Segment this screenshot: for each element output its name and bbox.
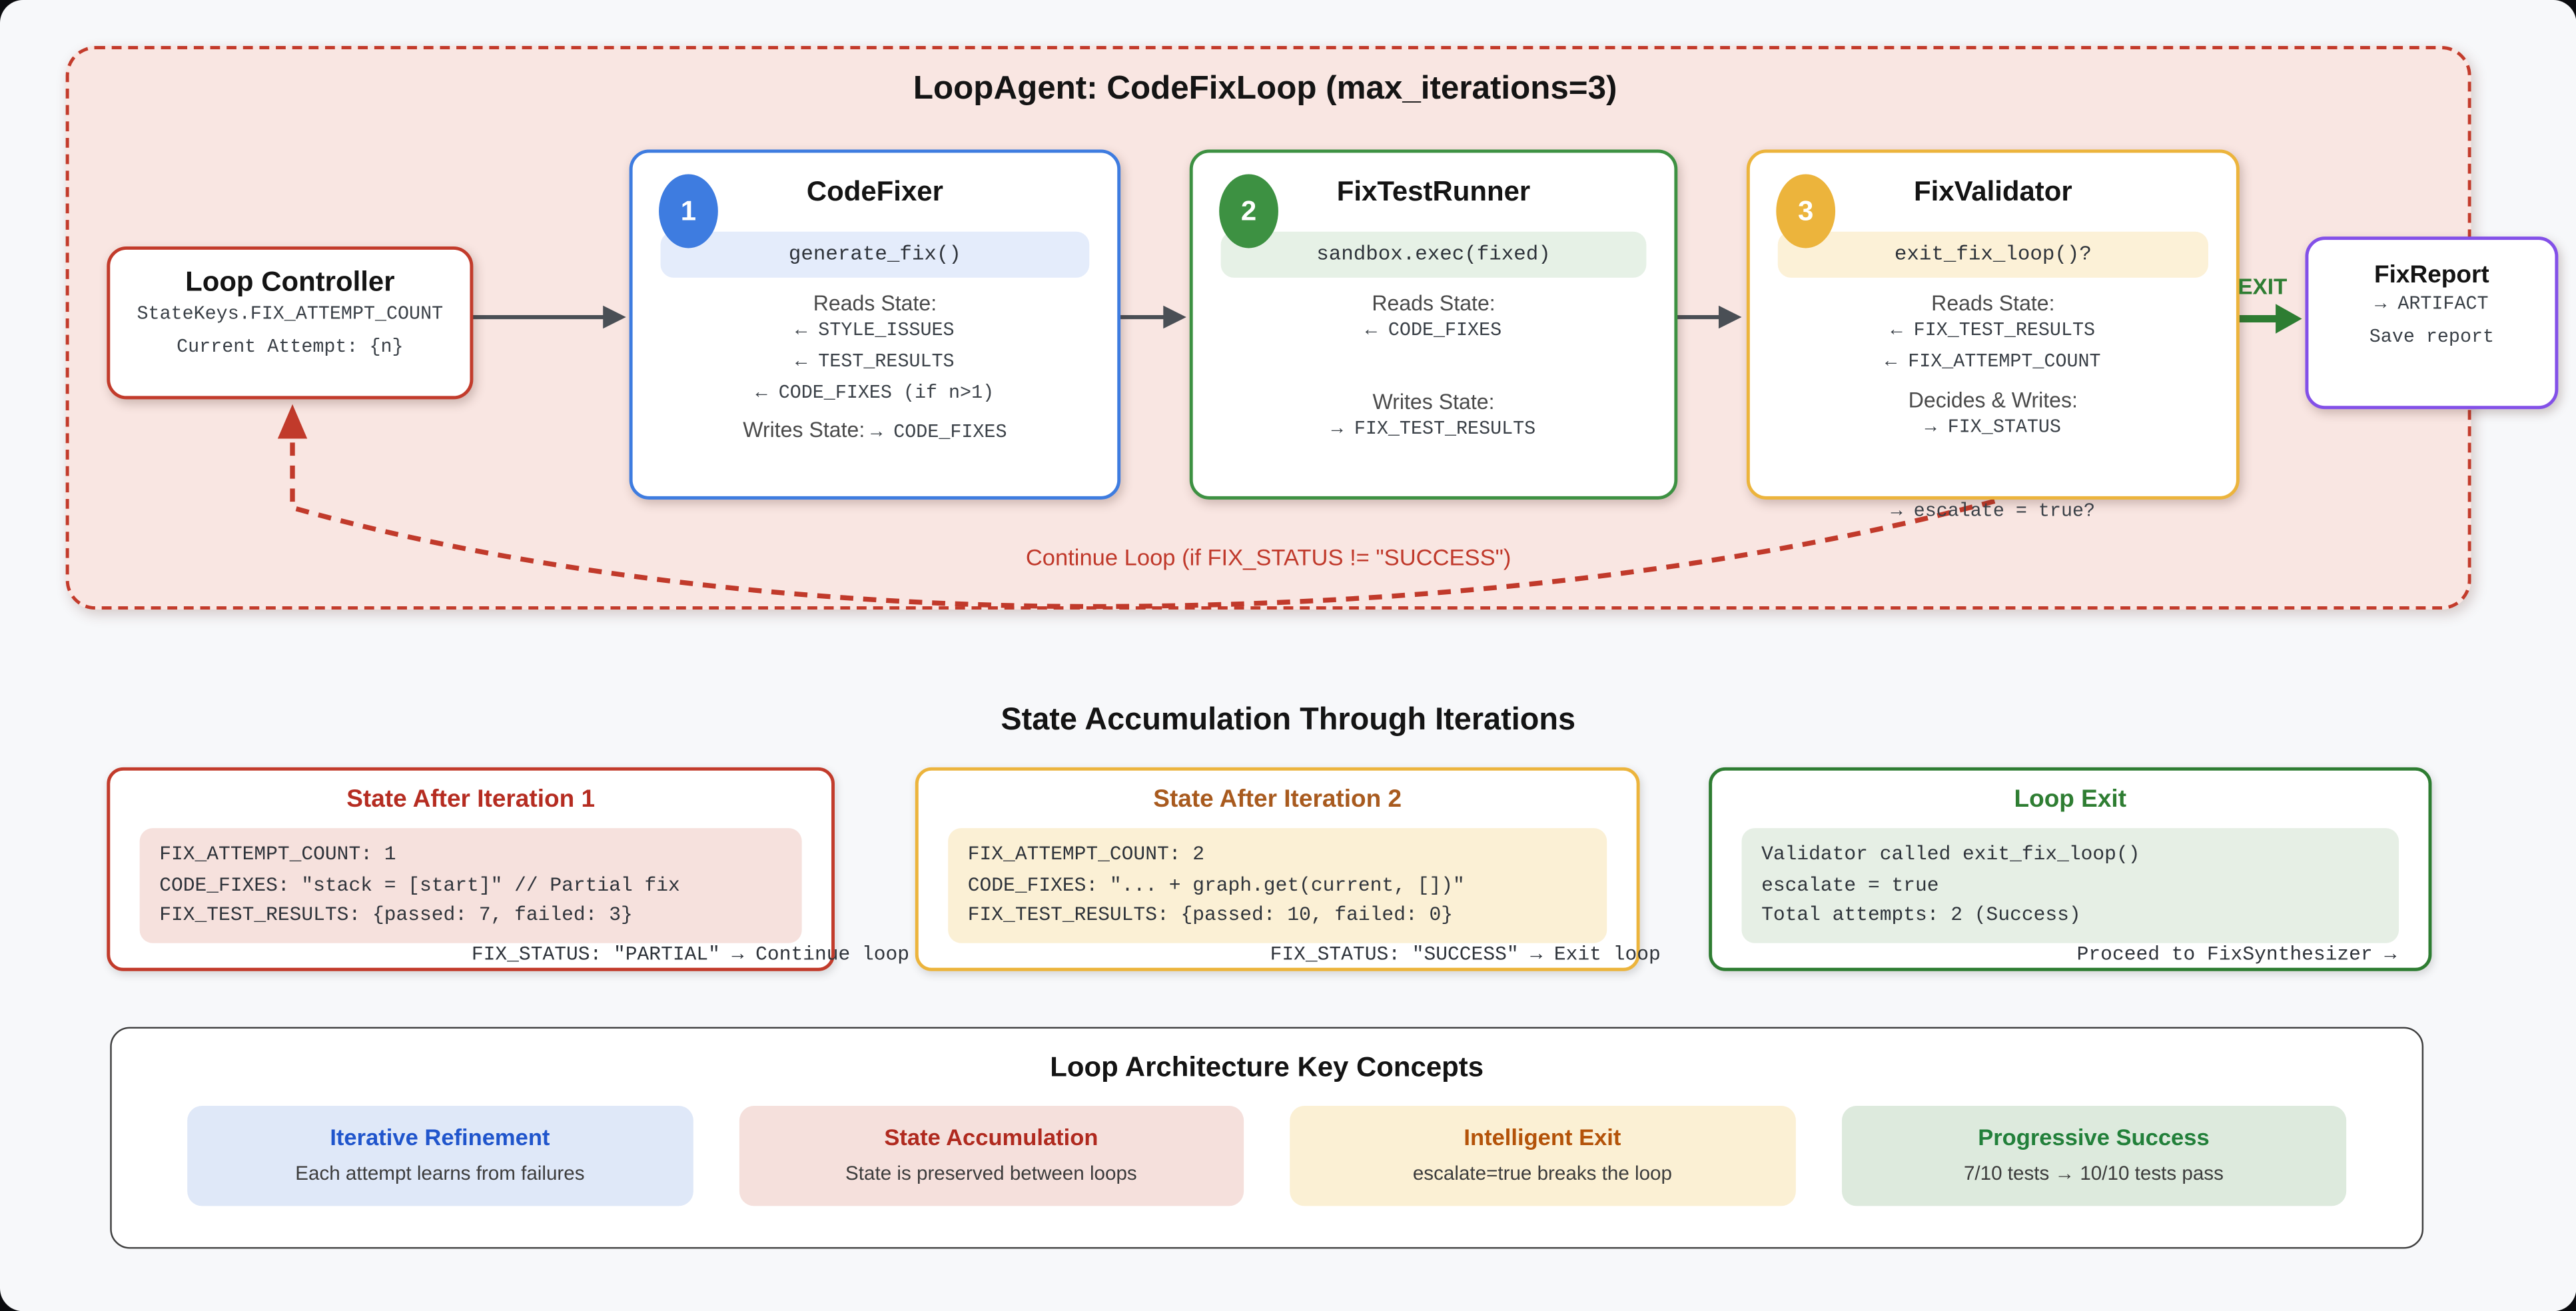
concept-card-subtitle: Each attempt learns from failures	[295, 1161, 585, 1185]
loop-exit-box: Loop Exit Validator called exit_fix_loop…	[1709, 767, 2432, 971]
state-line: escalate = true	[1761, 873, 1939, 897]
fixtestrunner-writes-label: Writes State:	[1372, 389, 1495, 414]
concept-card-title: State Accumulation	[884, 1124, 1098, 1150]
state-line: Total attempts: 2 (Success)	[1761, 903, 2081, 927]
concept-card-state-accumulation: State Accumulation State is preserved be…	[738, 1105, 1244, 1206]
agent-codefixer-title: CodeFixer	[806, 175, 943, 207]
state-line: FIX_TEST_RESULTS: {passed: 7, failed: 3}	[159, 903, 633, 927]
concept-card-title: Intelligent Exit	[1464, 1124, 1621, 1150]
state-iteration-2-title: State After Iteration 2	[1153, 785, 1402, 813]
state-line: CODE_FIXES: "stack = [start]" // Partial…	[159, 873, 680, 897]
state-section-heading: State Accumulation Through Iterations	[1001, 703, 1576, 738]
loop-controller-title: Loop Controller	[185, 266, 395, 298]
step-badge-2: 2	[1219, 174, 1278, 248]
agent-codefixer-box: 1 CodeFixer generate_fix() Reads State: …	[629, 149, 1121, 500]
codefixer-writes-label: Writes State:	[743, 417, 865, 442]
agent-fixvalidator-box: 3 FixValidator exit_fix_loop()? Reads St…	[1746, 149, 2240, 522]
codefixer-writes-line: Writes State: → CODE_FIXES	[633, 417, 1118, 448]
codefixer-write-value: → CODE_FIXES	[871, 422, 1007, 444]
exit-label: EXIT	[2238, 274, 2288, 299]
state-iteration-2-code: FIX_ATTEMPT_COUNT: 2 CODE_FIXES: "... + …	[948, 828, 1607, 943]
loop-exit-title: Loop Exit	[2014, 785, 2127, 813]
concept-card-progressive-success: Progressive Success 7/10 tests → 10/10 t…	[1841, 1105, 2347, 1206]
loop-controller-statekey: StateKeys.FIX_ATTEMPT_COUNT	[137, 304, 444, 326]
codefixer-read-line: ← TEST_RESULTS	[795, 351, 955, 373]
concept-card-subtitle: 7/10 tests → 10/10 tests pass	[1963, 1161, 2224, 1185]
state-iteration-1-tail: FIX_STATUS: "PARTIAL" → Continue loop	[471, 943, 910, 967]
state-iteration-2-tail: FIX_STATUS: "SUCCESS" → Exit loop	[1270, 943, 1661, 967]
key-concepts-heading: Loop Architecture Key Concepts	[1050, 1051, 1484, 1083]
agent-fixtestrunner-box: 2 FixTestRunner sandbox.exec(fixed) Read…	[1189, 149, 1678, 500]
key-concepts-panel: Loop Architecture Key Concepts Iterative…	[110, 1027, 2424, 1249]
state-iteration-1-title: State After Iteration 1	[346, 785, 596, 813]
step-badge-3: 3	[1776, 174, 1836, 248]
fixreport-title: FixReport	[2374, 261, 2489, 290]
state-line: Validator called exit_fix_loop()	[1761, 843, 2140, 866]
fixvalidator-read-line: ← FIX_TEST_RESULTS	[1891, 320, 2096, 342]
concept-card-title: Iterative Refinement	[330, 1124, 550, 1150]
state-line: CODE_FIXES: "... + graph.get(current, []…	[967, 873, 1465, 897]
fixvalidator-read-line: ← FIX_ATTEMPT_COUNT	[1885, 351, 2101, 373]
step-badge-1: 1	[659, 174, 718, 248]
loop-controller-attempt: Current Attempt: {n}	[177, 336, 404, 358]
fixvalidator-code-pill: exit_fix_loop()?	[1777, 231, 2208, 278]
concept-card-subtitle: State is preserved between loops	[845, 1161, 1137, 1185]
concept-card-intelligent-exit: Intelligent Exit escalate=true breaks th…	[1290, 1105, 1795, 1206]
concept-card-iterative-refinement: Iterative Refinement Each attempt learns…	[187, 1105, 693, 1206]
state-line: FIX_TEST_RESULTS: {passed: 10, failed: 0…	[967, 903, 1454, 927]
fixtestrunner-reads-label: Reads State:	[1372, 290, 1496, 316]
fixtestrunner-title: FixTestRunner	[1336, 175, 1531, 207]
continue-loop-label: Continue Loop (if FIX_STATUS != "SUCCESS…	[1025, 544, 1511, 570]
fixtestrunner-write-line: → FIX_TEST_RESULTS	[1331, 418, 1536, 441]
concept-card-title: Progressive Success	[1978, 1124, 2210, 1150]
loop-exit-code: Validator called exit_fix_loop() escalat…	[1741, 828, 2399, 943]
codefixer-read-line: ← STYLE_ISSUES	[795, 320, 955, 342]
state-iteration-1-box: State After Iteration 1 FIX_ATTEMPT_COUN…	[107, 767, 909, 971]
codefixer-read-line: ← CODE_FIXES (if n>1)	[755, 382, 995, 404]
state-line: FIX_ATTEMPT_COUNT: 2	[967, 843, 1205, 866]
fixtestrunner-code-pill: sandbox.exec(fixed)	[1220, 231, 1647, 278]
fixvalidator-escalate-line: → escalate = true?	[1891, 501, 2096, 523]
concept-card-subtitle: escalate=true breaks the loop	[1412, 1161, 1673, 1185]
loop-exit-tail: Proceed to FixSynthesizer →	[2076, 943, 2397, 967]
concept-cards-row: Iterative Refinement Each attempt learns…	[112, 1105, 2422, 1206]
state-line: FIX_ATTEMPT_COUNT: 1	[159, 843, 396, 866]
fixvalidator-write-line: → FIX_STATUS	[1925, 417, 2061, 439]
fixvalidator-writes-label: Decides & Writes:	[1908, 388, 2078, 413]
state-iteration-2-box: State After Iteration 2 FIX_ATTEMPT_COUN…	[915, 767, 1661, 971]
fixvalidator-title: FixValidator	[1914, 175, 2072, 207]
codefixer-reads-label: Reads State:	[813, 290, 937, 316]
loop-controller-box: Loop Controller StateKeys.FIX_ATTEMPT_CO…	[107, 246, 474, 400]
state-iteration-1-code: FIX_ATTEMPT_COUNT: 1 CODE_FIXES: "stack …	[139, 828, 802, 943]
codefixer-code-pill: generate_fix()	[660, 231, 1090, 278]
fixtestrunner-read-line: ← CODE_FIXES	[1365, 320, 1502, 342]
fixreport-artifact-line: → ARTIFACT	[2375, 294, 2489, 316]
fixreport-box: FixReport → ARTIFACT Save report	[2305, 236, 2559, 410]
loop-container-title: LoopAgent: CodeFixLoop (max_iterations=3…	[913, 71, 1617, 107]
fixreport-save-line: Save report	[2369, 326, 2495, 348]
fixvalidator-reads-label: Reads State:	[1931, 290, 2055, 316]
